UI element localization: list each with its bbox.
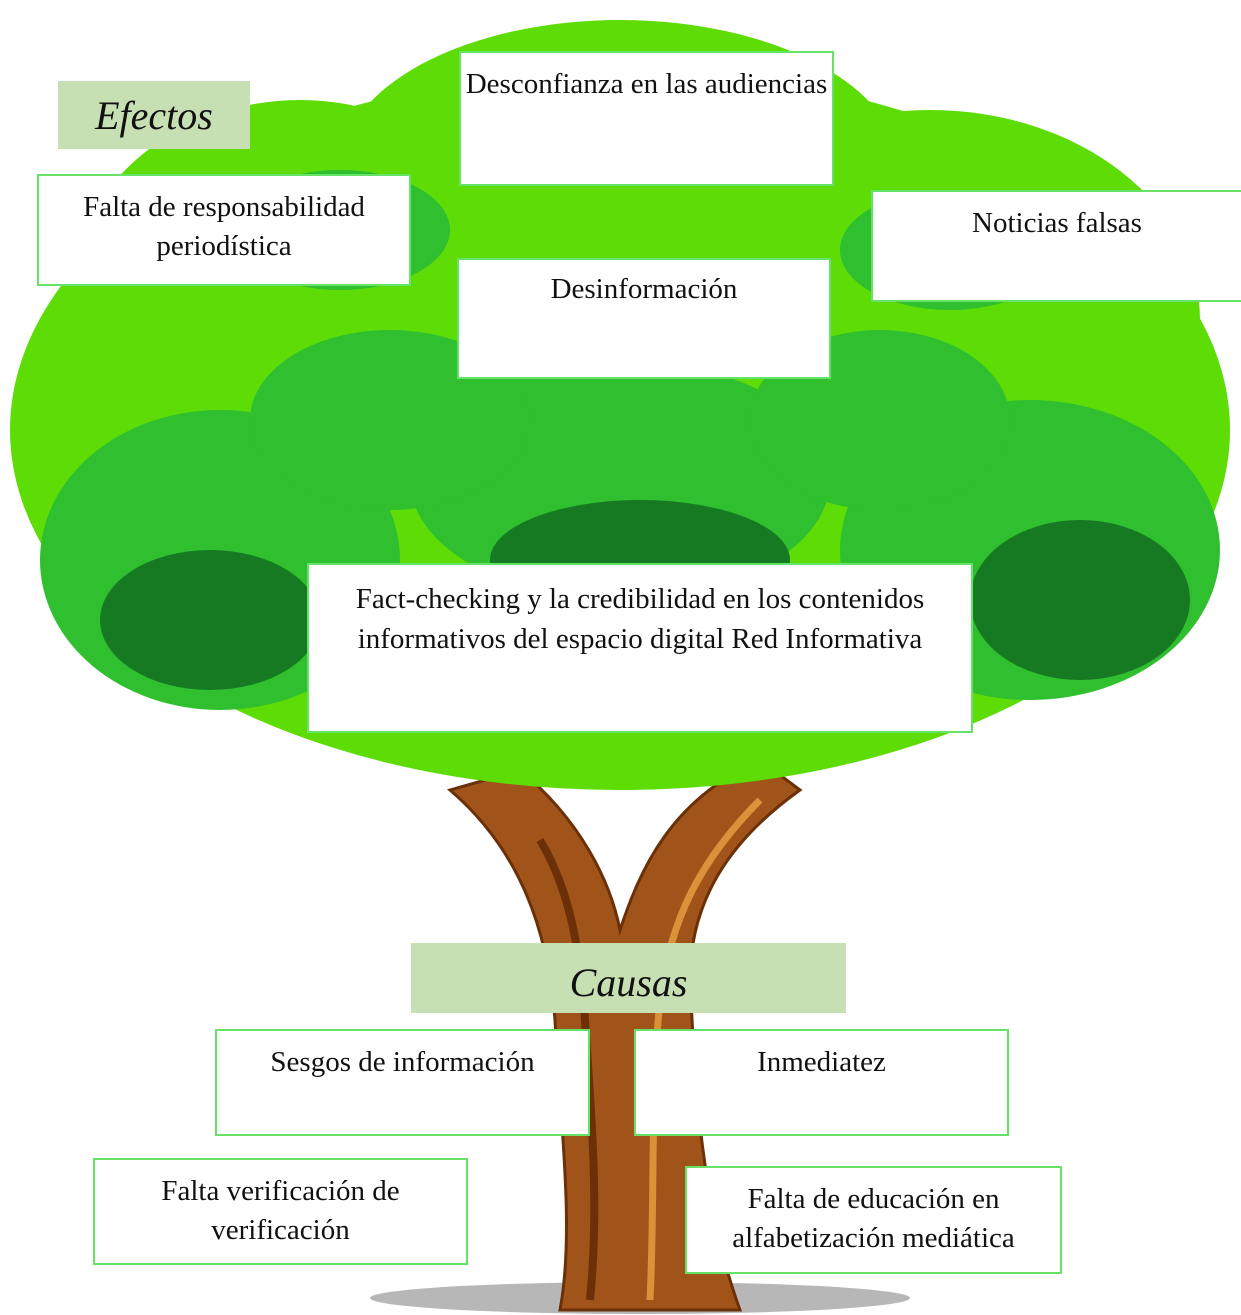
- effect-desconfianza: Desconfianza en las audiencias: [459, 51, 834, 186]
- effect-falta-responsabilidad: Falta de responsabilidad periodística: [37, 174, 411, 286]
- effects-label: Efectos: [58, 81, 250, 149]
- effect-desinformacion: Desinformación: [457, 258, 831, 379]
- cause-falta-verificacion: Falta verificación de verificación: [93, 1158, 468, 1265]
- cause-inmediatez: Inmediatez: [634, 1029, 1009, 1136]
- problem-box: Fact-checking y la credibilidad en los c…: [307, 563, 973, 733]
- cause-sesgos: Sesgos de información: [215, 1029, 590, 1136]
- cause-falta-educacion: Falta de educación en alfabetización med…: [685, 1166, 1062, 1274]
- effect-noticias-falsas: Noticias falsas: [871, 190, 1241, 302]
- trunk-shading: [536, 837, 599, 1301]
- causes-label: Causas: [411, 943, 846, 1013]
